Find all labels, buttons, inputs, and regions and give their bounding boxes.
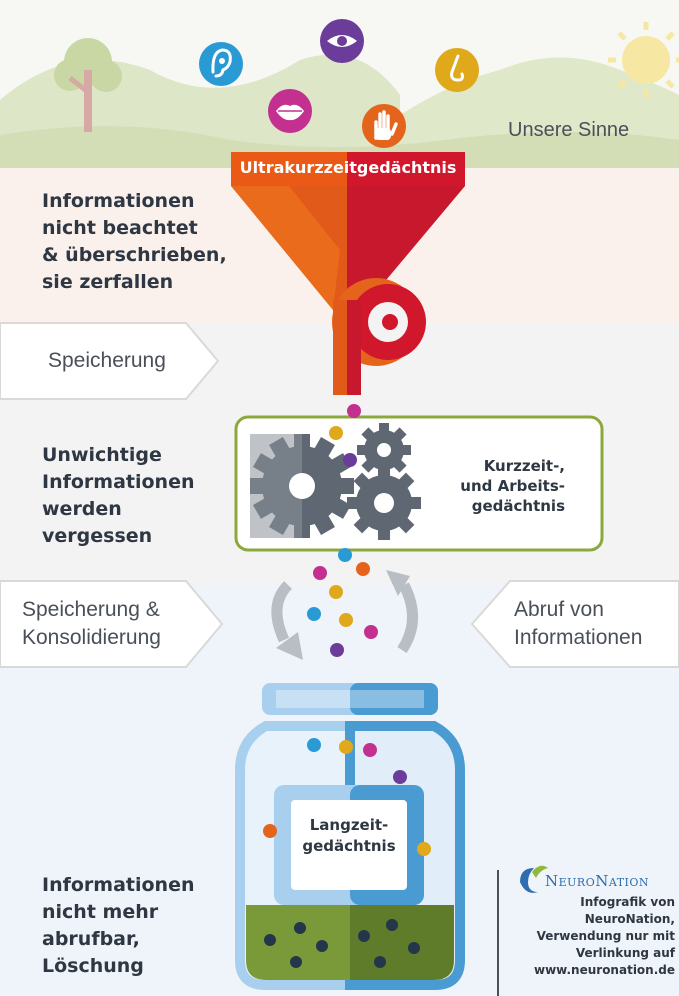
text-line: & überschrieben, — [42, 244, 227, 266]
sun-icon — [608, 22, 679, 98]
text-line: Kurzzeit-, — [483, 457, 565, 475]
retrieval-arrow-box — [470, 580, 679, 668]
deleted-info-text: Informationen nicht mehr abrufbar, Lösch… — [42, 872, 222, 980]
text-line: Verwendung nur mit — [536, 929, 675, 943]
gear-icon — [347, 466, 421, 540]
text-line: Informationen — [42, 190, 195, 212]
text-line: sie zerfallen — [42, 271, 174, 293]
retrieval-label: Abruf von Informationen — [514, 596, 674, 652]
text-line: Langzeit- — [309, 816, 389, 834]
cycle-arrow-icon — [271, 581, 418, 654]
cycle-arrow-icon — [386, 570, 410, 596]
forgotten-info-text: Unwichtige Informationen werden vergesse… — [42, 442, 232, 550]
consolidation-arrow-box — [0, 580, 224, 668]
text-line: Speicherung & — [22, 598, 160, 621]
tree-icon — [54, 38, 122, 132]
storage-label: Speicherung — [48, 349, 166, 372]
eye-icon — [320, 19, 364, 63]
ignored-info-text: Informationen nicht beachtet & überschri… — [42, 188, 242, 296]
text-line: abrufbar, — [42, 928, 140, 950]
neuronation-logo-icon — [520, 865, 548, 893]
brand-name: NeuroNation — [545, 872, 650, 890]
text-line: Konsolidierung — [22, 626, 161, 649]
text-line: Abruf von — [514, 598, 604, 621]
long-term-memory-label: Langzeit- gedächtnis — [291, 815, 407, 857]
ear-icon — [199, 42, 243, 86]
text-line: gedächtnis — [471, 497, 565, 515]
cycle-arrow-icon — [276, 632, 303, 660]
hand-icon — [362, 104, 406, 148]
ultra-short-term-memory-label: Ultrakurzzeitgedächtnis — [239, 158, 457, 177]
text-line: Informationen — [42, 471, 195, 493]
jar-icon — [235, 683, 465, 990]
text-line: nicht mehr — [42, 901, 159, 923]
text-line: Verlinkung auf — [575, 946, 675, 960]
text-line: nicht beachtet — [42, 217, 198, 239]
lips-icon — [268, 89, 312, 133]
text-line: Informationen — [42, 874, 195, 896]
text-line: Unwichtige — [42, 444, 162, 466]
text-line: Informationen — [514, 626, 643, 649]
senses-label: Unsere Sinne — [508, 119, 630, 141]
credit-url[interactable]: www.neuronation.de — [534, 963, 675, 977]
information-dots — [307, 404, 378, 657]
text-line: NeuroNation, — [584, 912, 675, 926]
text-line: und Arbeits- — [460, 477, 565, 495]
text-line: gedächtnis — [302, 837, 396, 855]
text-line: werden — [42, 498, 122, 520]
text-line: vergessen — [42, 525, 153, 547]
credit-text: Infografik von NeuroNation, Verwendung n… — [505, 894, 675, 979]
storage-arrow-box — [0, 322, 220, 400]
hill-front — [0, 126, 679, 168]
gear-icon — [250, 434, 354, 538]
consolidation-label: Speicherung & Konsolidierung — [22, 596, 202, 652]
gear-icon — [357, 423, 411, 477]
short-term-memory-label: Kurzzeit-, und Arbeits- gedächtnis — [425, 456, 565, 516]
nose-icon — [435, 48, 479, 92]
text-line: Löschung — [42, 955, 144, 977]
text-line: Infografik von — [580, 895, 675, 909]
funnel-icon — [231, 152, 465, 395]
